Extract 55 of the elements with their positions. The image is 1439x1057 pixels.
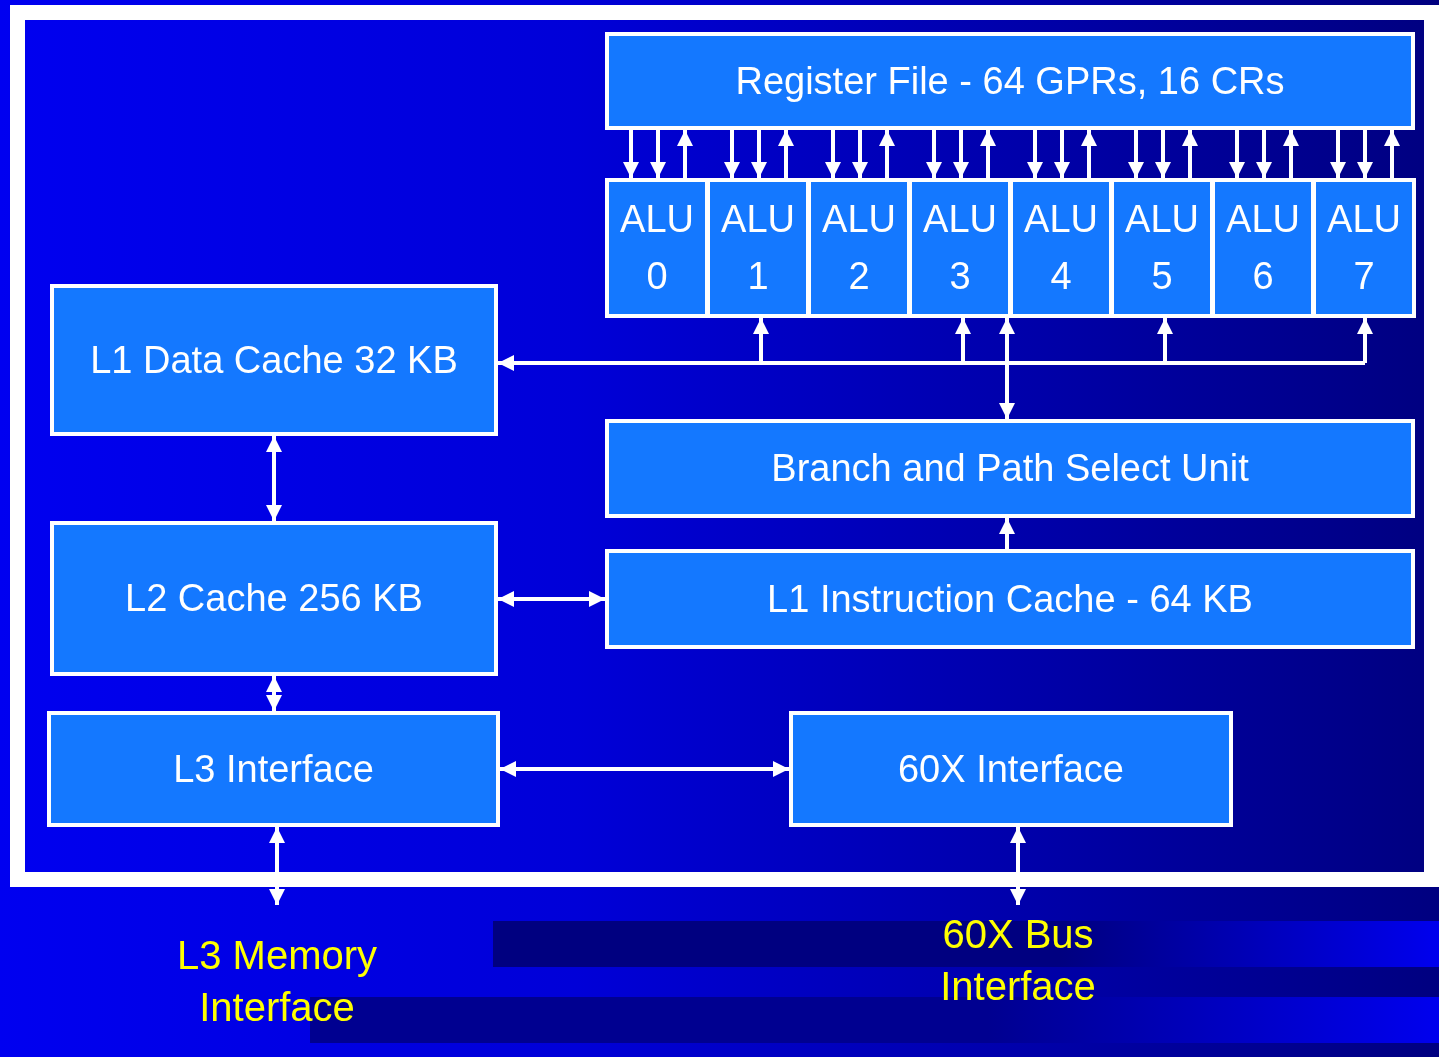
alu-box: ALU 3 (908, 178, 1012, 318)
arrow (1157, 318, 1173, 363)
alu-box: ALU 5 (1110, 178, 1214, 318)
register-file-box: Register File - 64 GPRs, 16 CRs (605, 32, 1415, 130)
arrow (1010, 827, 1026, 905)
arrow (623, 130, 639, 178)
arrow (1182, 130, 1198, 178)
arrow (852, 130, 868, 178)
arrow (498, 355, 1365, 371)
interface-box: 60X Interface (789, 711, 1233, 827)
arrow (999, 318, 1015, 419)
arrow (498, 591, 605, 607)
alu-box: ALU 1 (706, 178, 810, 318)
arrow (1357, 130, 1373, 178)
arrow (926, 130, 942, 178)
alu-box: ALU 2 (807, 178, 911, 318)
arrow (1155, 130, 1171, 178)
arrow (269, 827, 285, 905)
alu-box: ALU 7 (1312, 178, 1416, 318)
arrow (1128, 130, 1144, 178)
arrow (1384, 130, 1400, 178)
arrow (1081, 130, 1097, 178)
arrow (266, 436, 282, 521)
arrow (1054, 130, 1070, 178)
arrow (753, 318, 769, 363)
arrow (1283, 130, 1299, 178)
arrow (1256, 130, 1272, 178)
arrow (751, 130, 767, 178)
arrow (724, 130, 740, 178)
arrow (953, 130, 969, 178)
arrow (500, 761, 789, 777)
interface-box: L3 Interface (47, 711, 500, 827)
bus-label: L3 Memory Interface (170, 905, 384, 1057)
cache-box: L2 Cache 256 KB (50, 521, 498, 676)
arrow (955, 318, 971, 363)
arrow (1027, 130, 1043, 178)
outer-frame (10, 5, 1439, 887)
cache-box: L1 Data Cache 32 KB (50, 284, 498, 436)
bus-label: 60X Bus Interface (900, 905, 1136, 1015)
arrow (650, 130, 666, 178)
arrow (1229, 130, 1245, 178)
arrow (266, 676, 282, 711)
arrow (980, 130, 996, 178)
unit-box: Branch and Path Select Unit (605, 419, 1415, 518)
cache-box: L1 Instruction Cache - 64 KB (605, 549, 1415, 649)
arrow (825, 130, 841, 178)
arrow (778, 130, 794, 178)
alu-box: ALU 4 (1009, 178, 1113, 318)
alu-box: ALU 6 (1211, 178, 1315, 318)
alu-box: ALU 0 (605, 178, 709, 318)
arrow (1330, 130, 1346, 178)
arrow (999, 518, 1015, 549)
arrow (1357, 318, 1373, 363)
arrow (879, 130, 895, 178)
arrow (677, 130, 693, 178)
